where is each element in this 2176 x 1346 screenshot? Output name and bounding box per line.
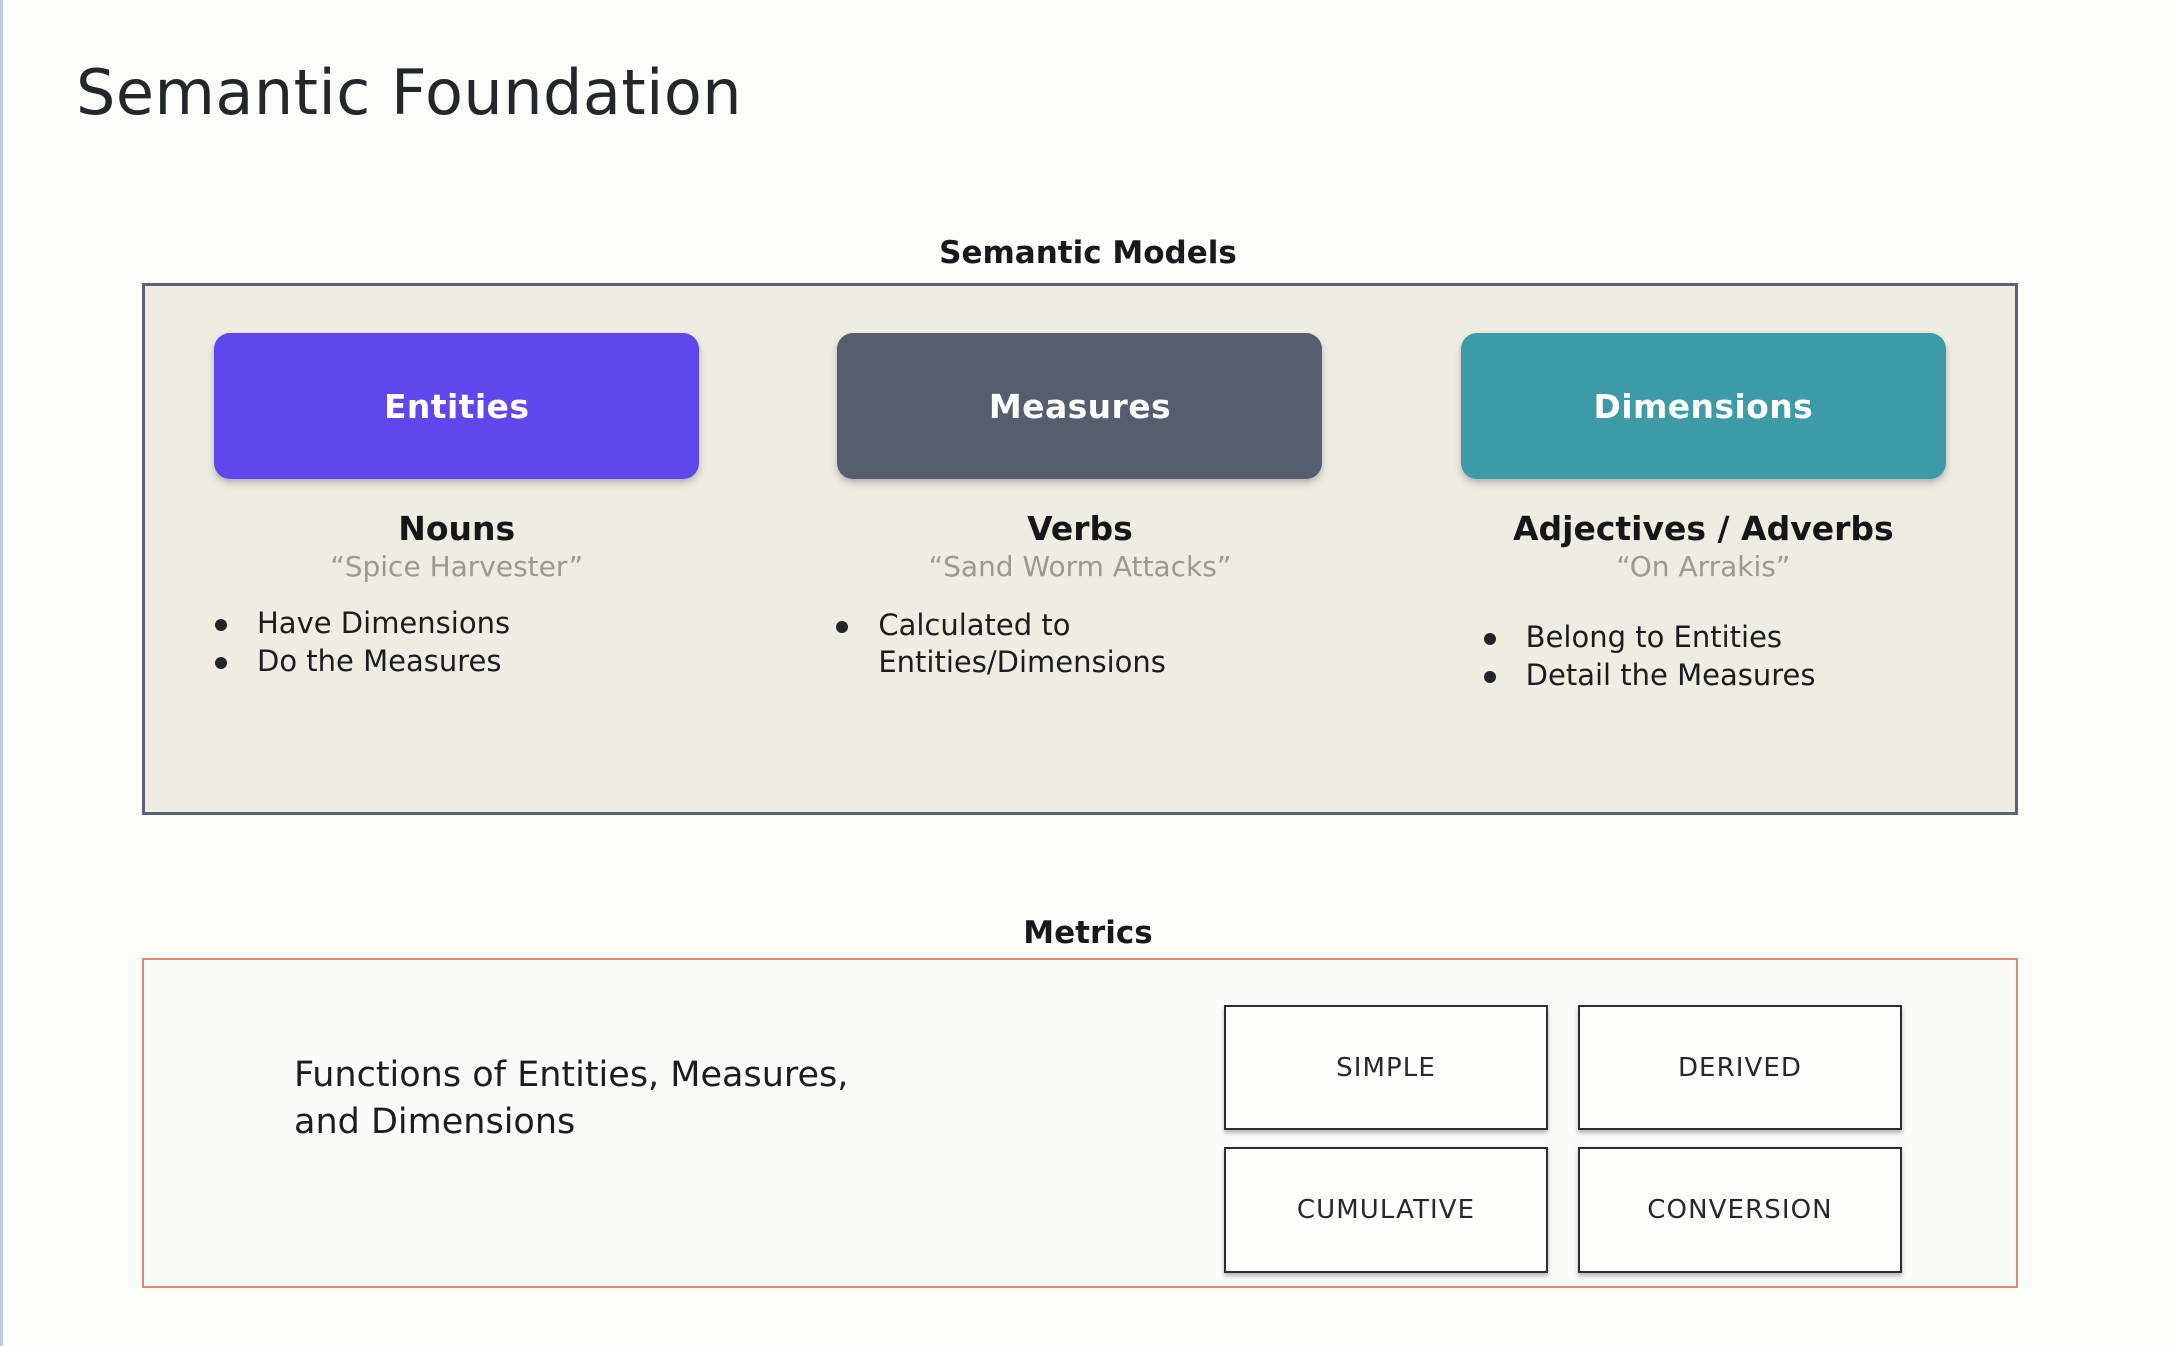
part-of-speech-measures: Verbs	[1027, 509, 1133, 548]
metric-type-simple[interactable]: SIMPLE	[1224, 1005, 1548, 1130]
metrics-panel: Functions of Entities, Measures, and Dim…	[142, 958, 2018, 1288]
left-edge-rule	[0, 0, 3, 1346]
example-phrase-measures: “Sand Worm Attacks”	[928, 550, 1232, 584]
model-column-dimensions: Dimensions Adjectives / Adverbs “On Arra…	[1392, 286, 2015, 812]
example-phrase-entities: “Spice Harvester”	[330, 550, 584, 584]
bullet-list-entities: Have Dimensions Do the Measures	[185, 605, 768, 680]
metric-type-cumulative[interactable]: CUMULATIVE	[1224, 1147, 1548, 1273]
list-item: Detail the Measures	[1454, 657, 2015, 694]
model-column-measures: Measures Verbs “Sand Worm Attacks” Calcu…	[768, 286, 1391, 812]
part-of-speech-dimensions: Adjectives / Adverbs	[1512, 509, 1894, 548]
part-of-speech-entities: Nouns	[398, 509, 516, 548]
bullet-list-measures: Calculated to Entities/Dimensions	[806, 607, 1391, 681]
chip-entities[interactable]: Entities	[214, 333, 700, 479]
semantic-models-grid: Entities Nouns “Spice Harvester” Have Di…	[145, 286, 2015, 812]
bullets-wrap-entities: Have Dimensions Do the Measures	[145, 605, 768, 680]
metric-type-derived[interactable]: DERIVED	[1578, 1005, 1902, 1130]
bullet-list-dimensions: Belong to Entities Detail the Measures	[1454, 619, 2015, 694]
list-item: Have Dimensions	[185, 605, 768, 642]
metrics-description: Functions of Entities, Measures, and Dim…	[294, 1055, 849, 1142]
chip-measures[interactable]: Measures	[837, 333, 1323, 479]
example-phrase-dimensions: “On Arrakis”	[1616, 550, 1791, 584]
page-title: Semantic Foundation	[76, 56, 743, 129]
metric-type-grid: SIMPLE DERIVED CUMULATIVE CONVERSION	[1224, 1005, 1902, 1273]
metric-type-conversion[interactable]: CONVERSION	[1578, 1147, 1902, 1273]
metrics-caption: Metrics	[1023, 915, 1153, 951]
model-column-entities: Entities Nouns “Spice Harvester” Have Di…	[145, 286, 768, 812]
list-item: Do the Measures	[185, 643, 768, 680]
semantic-models-caption: Semantic Models	[939, 235, 1237, 271]
bullets-wrap-measures: Calculated to Entities/Dimensions	[768, 607, 1391, 681]
list-item: Calculated to Entities/Dimensions	[806, 607, 1391, 681]
chip-dimensions[interactable]: Dimensions	[1460, 333, 1946, 479]
bullets-wrap-dimensions: Belong to Entities Detail the Measures	[1392, 619, 2015, 694]
semantic-models-panel: Entities Nouns “Spice Harvester” Have Di…	[142, 283, 2018, 815]
list-item: Belong to Entities	[1454, 619, 2015, 656]
